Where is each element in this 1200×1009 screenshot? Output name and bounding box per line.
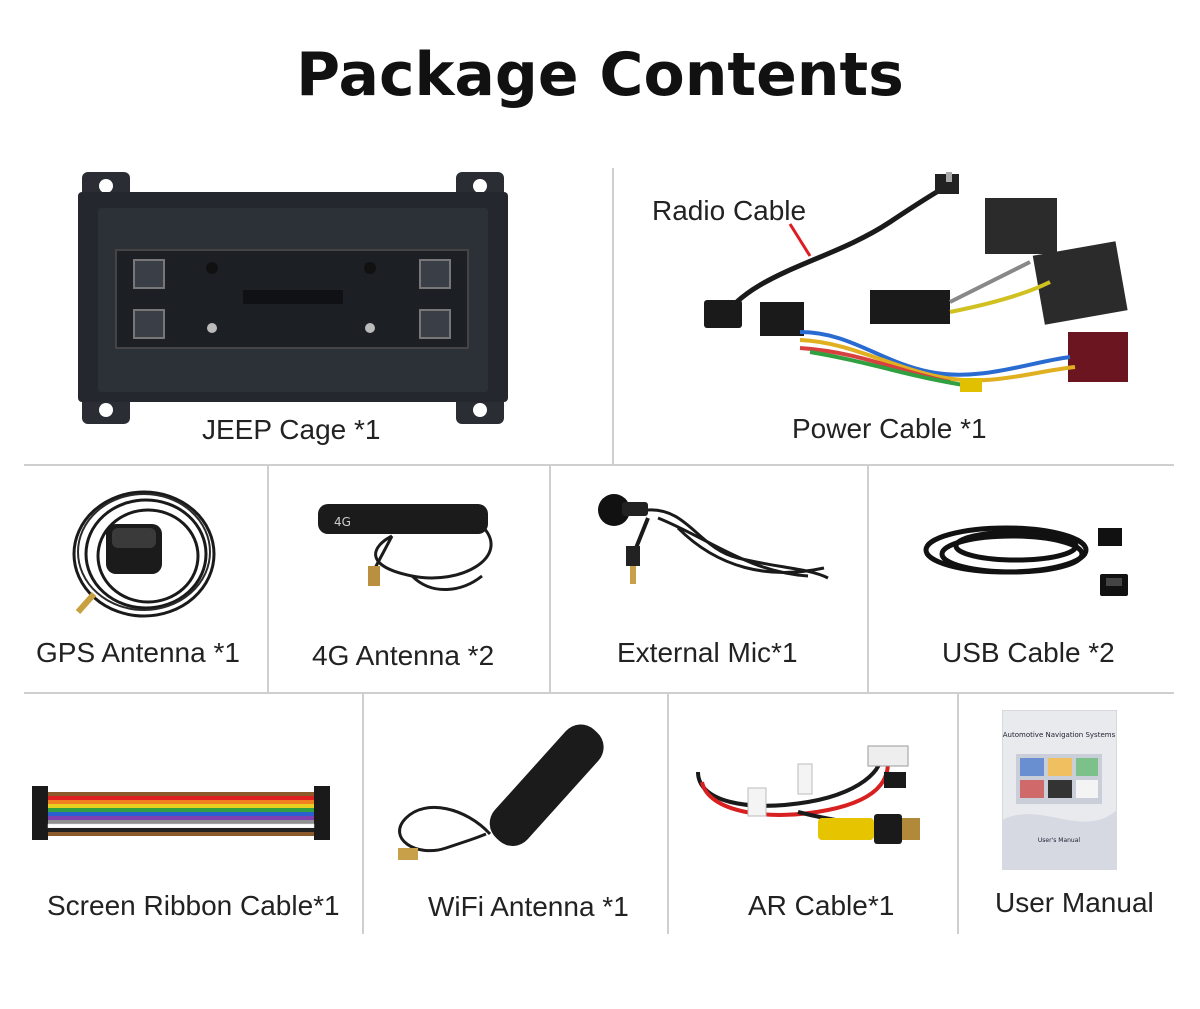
4g-antenna-icon: 4G [312, 496, 512, 612]
divider [867, 466, 869, 692]
manual-cover-subtitle: User's Manual [1038, 837, 1080, 844]
ar-cable-icon [688, 742, 938, 862]
page-title: Package Contents [296, 40, 904, 110]
item-label: Power Cable *1 [792, 413, 987, 444]
divider [957, 694, 959, 934]
item-label: External Mic*1 [617, 637, 798, 668]
wifi-antenna-icon [386, 718, 626, 868]
divider [267, 466, 269, 692]
cage-icon [78, 168, 508, 430]
ribbon-cable-icon [32, 780, 332, 850]
usb-cable-icon [916, 510, 1136, 606]
item-label: Screen Ribbon Cable*1 [47, 890, 340, 921]
divider [362, 694, 364, 934]
divider [549, 466, 551, 692]
gps-antenna-icon [64, 484, 224, 624]
divider [667, 694, 669, 934]
divider [24, 692, 1174, 694]
item-label: GPS Antenna *1 [36, 637, 240, 668]
item-label: 4G Antenna *2 [312, 640, 495, 671]
callout-label: Radio Cable [652, 195, 807, 226]
svg-text:4G: 4G [334, 515, 351, 529]
manual-cover-title: Automotive Navigation Systems [1003, 731, 1116, 739]
item-label: WiFi Antenna *1 [428, 891, 629, 922]
power-cable-icon [690, 172, 1140, 404]
item-label: AR Cable*1 [748, 890, 895, 921]
manual-icon: Automotive Navigation Systems User's Man… [1002, 710, 1117, 870]
divider [612, 168, 614, 464]
divider [24, 464, 1174, 466]
item-label: USB Cable *2 [942, 637, 1115, 668]
item-label: User Manual [995, 887, 1154, 918]
mic-icon [588, 488, 838, 598]
item-label: JEEP Cage *1 [202, 414, 381, 445]
